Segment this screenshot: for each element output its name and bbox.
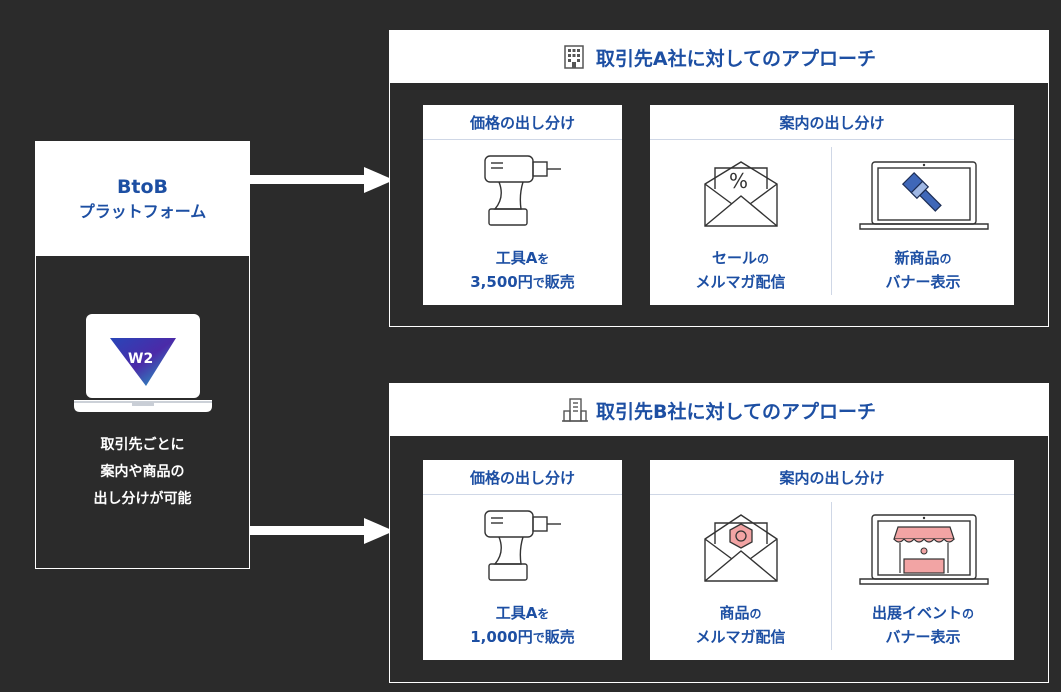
panel-company-b: 取引先B社に対してのアプローチ 価格の出し分け 工具Aを 1,000円で販売 案… [389,383,1049,683]
price-card-b-heading: 価格の出し分け [423,460,622,495]
arrow-to-company-a [250,167,395,193]
platform-description: 取引先ごとに 案内や商品の 出し分けが可能 [36,432,249,513]
drill-icon [484,510,561,581]
arrow-to-company-b [250,518,395,544]
guide-a-right-line2: バナー表示 [885,273,961,291]
product-mail-icon [704,514,778,582]
panel-a-title: 取引先A社に対してのアプローチ [595,47,877,70]
guide-a-left-main: セール [711,249,757,267]
guide-a-newsletter: % セールの メルマガ配信 [650,140,831,305]
sale-mail-icon: % [704,161,778,227]
price-card-b: 価格の出し分け 工具Aを 1,000円で販売 [423,460,622,660]
laptop-booth-icon [859,514,989,585]
panel-b-header: 取引先B社に対してのアプローチ [390,384,1048,436]
guide-a-banner: 新商品の バナー表示 [832,140,1014,305]
desc-line-3: 出し分けが可能 [93,491,192,507]
guide-b-newsletter: 商品の メルマガ配信 [650,495,831,660]
office-building-icon [562,398,589,422]
guide-b-left-main: 商品 [719,604,750,622]
laptop-brush-icon [859,161,989,230]
guide-b-right-line2: バナー表示 [885,628,961,646]
price-card-a: 価格の出し分け 工具Aを 3,500円で販売 [423,105,622,305]
price-card-a-heading: 価格の出し分け [423,105,622,140]
svg-text:%: % [729,169,748,193]
price-card-a-text: 工具Aを 3,500円で販売 [470,249,575,291]
guide-card-b-heading: 案内の出し分け [650,460,1014,495]
desc-line-1: 取引先ごとに [100,437,185,453]
price-card-b-text: 工具Aを 1,000円で販売 [470,604,575,646]
panel-b-title: 取引先B社に対してのアプローチ [596,400,876,423]
guide-a-right-main: 新商品 [894,249,940,267]
platform-header: BtoB プラットフォーム [36,142,249,256]
guide-b-right-main: 出展イベント [871,604,962,622]
guide-card-b: 案内の出し分け 商品の メルマガ配信 [650,460,1014,660]
panel-company-a: 取引先A社に対してのアプローチ 価格の出し分け 工具Aを 3,500円で販売 案… [389,30,1049,327]
platform-box: BtoB プラットフォーム W2 取引先ごとに 案内や商品の 出し分けが可能 [35,141,250,569]
platform-title: BtoB [116,176,169,198]
desc-line-2: 案内や商品の [100,464,185,480]
panel-a-header: 取引先A社に対してのアプローチ [390,31,1048,83]
laptop-logo-icon: W2 [74,314,212,412]
guide-b-banner: 出展イベントの バナー表示 [832,495,1014,660]
building-icon [564,45,584,69]
drill-icon [484,155,561,226]
guide-card-a-heading: 案内の出し分け [650,105,1014,140]
guide-card-a: 案内の出し分け % セールの メルマガ配信 [650,105,1014,305]
logo-text: W2 [128,351,153,367]
guide-b-left-line2: メルマガ配信 [695,628,786,646]
guide-a-left-line2: メルマガ配信 [695,273,786,291]
platform-subtitle: プラットフォーム [78,202,207,221]
